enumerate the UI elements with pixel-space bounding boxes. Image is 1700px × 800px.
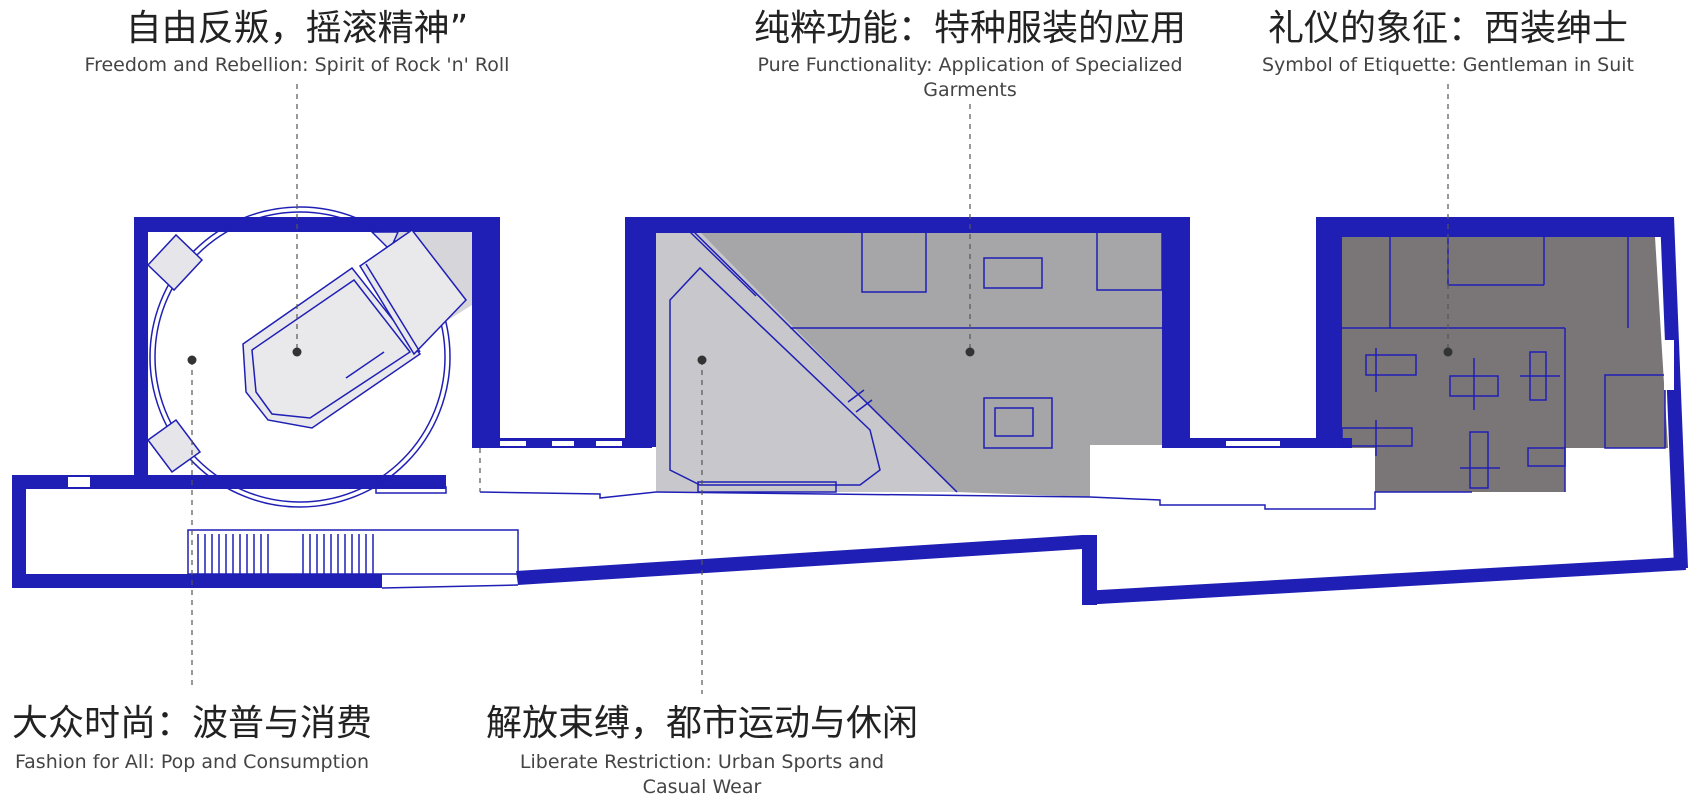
wall-bottom-post xyxy=(1082,535,1097,605)
round-stage-inner xyxy=(154,211,446,503)
wall-corridor-top xyxy=(12,475,446,489)
wall-bottom-right xyxy=(1082,557,1686,605)
rock-display-inner xyxy=(251,278,412,419)
rock-display-line-2 xyxy=(345,351,385,379)
diag-slot-2 xyxy=(855,399,873,413)
wall-etq-top xyxy=(1316,217,1674,237)
diag-slot-1 xyxy=(847,389,865,403)
rock-seat-1 xyxy=(146,233,204,292)
label-functional: 纯粹功能：特种服装的应用 Pure Functionality: Applica… xyxy=(754,8,1186,101)
zone-title-en-line2: Garments xyxy=(923,79,1016,101)
plinth-inner xyxy=(994,407,1034,437)
etq-floor-line xyxy=(1089,491,1472,510)
wall-mid-left xyxy=(625,217,656,447)
etq-case-1 xyxy=(1365,354,1417,376)
stair-frame xyxy=(187,529,519,575)
label-rock: 自由反叛，摇滚精神” Freedom and Rebellion: Spirit… xyxy=(85,8,510,76)
wall-corridor-bottom xyxy=(12,574,382,588)
link-window-1 xyxy=(500,441,526,446)
link-window-4 xyxy=(1226,441,1280,446)
rock-display-line-1 xyxy=(365,263,421,353)
zone-title-en: Symbol of Etiquette: Gentleman in Suit xyxy=(1262,54,1634,76)
wall-right-diagonal xyxy=(1660,217,1688,568)
bench xyxy=(697,481,837,493)
triangle-counter xyxy=(669,266,881,486)
zone-title-en-line1: Pure Functionality: Application of Speci… xyxy=(757,54,1182,76)
round-stage-outer xyxy=(149,206,451,508)
marker-etiquette xyxy=(1443,347,1453,357)
display-case-top-left xyxy=(861,231,927,293)
label-etiquette: 礼仪的象征：西装绅士 Symbol of Etiquette: Gentlema… xyxy=(1262,8,1634,76)
wall-etq-left xyxy=(1316,217,1342,447)
rock-seat-2 xyxy=(146,418,202,474)
display-case-top-right xyxy=(1096,231,1163,291)
link-floor-1 xyxy=(479,491,657,499)
corridor-floor-line xyxy=(381,584,519,589)
wall-rock-left xyxy=(134,217,148,477)
corridor-door-gap xyxy=(68,477,90,487)
link-window-2 xyxy=(552,441,574,446)
wall-rock-right xyxy=(472,217,500,447)
zone-title-zh: 自由反叛，摇滚精神” xyxy=(126,8,469,49)
zone-title-zh: 解放束缚，都市运动与休闲 xyxy=(486,703,918,744)
wall-rock-top xyxy=(134,217,500,232)
zone-title-en-line1: Liberate Restriction: Urban Sports and xyxy=(520,751,884,773)
etq-case-7 xyxy=(1604,374,1666,449)
walls xyxy=(12,217,1688,605)
plinth-outer xyxy=(983,397,1053,449)
wall-mid-top xyxy=(625,217,1190,233)
functional-zone-floor xyxy=(700,232,1162,497)
marker-urban xyxy=(697,355,707,365)
zone-title-zh: 大众时尚：波普与消费 xyxy=(12,703,372,744)
label-urban: 解放束缚，都市运动与休闲 Liberate Restriction: Urban… xyxy=(486,703,918,798)
label-pop: 大众时尚：波普与消费 Fashion for All: Pop and Cons… xyxy=(12,703,372,773)
zone-title-en: Fashion for All: Pop and Consumption xyxy=(15,751,369,773)
marker-rock xyxy=(292,347,302,357)
leaders xyxy=(187,84,1453,694)
diag-wall xyxy=(693,231,958,493)
etiquette-zone-floor xyxy=(1342,237,1668,492)
wall-corridor-left xyxy=(12,475,26,588)
plan-linework xyxy=(68,206,1674,589)
zone-title-en-line2: Casual Wear xyxy=(643,776,762,798)
marker-pop xyxy=(187,355,197,365)
diag-wall-2 xyxy=(689,231,757,297)
etq-case-6 xyxy=(1527,447,1566,467)
etq-case-4 xyxy=(1341,427,1413,447)
marker-functional xyxy=(965,347,975,357)
link-window-3 xyxy=(596,441,622,446)
etq-window xyxy=(1664,340,1674,390)
etq-case-5 xyxy=(1469,431,1489,489)
rock-display-arm xyxy=(358,228,467,356)
stair-treads xyxy=(197,534,374,574)
display-case-top-mid xyxy=(983,257,1043,289)
wall-bottom-diagonal xyxy=(516,535,1082,585)
zone-title-en: Freedom and Rebellion: Spirit of Rock 'n… xyxy=(85,54,510,76)
mid-floor-line xyxy=(655,491,1091,498)
wall-mid-right xyxy=(1162,217,1190,445)
zone-title-zh: 礼仪的象征：西装绅士 xyxy=(1268,8,1628,49)
corridor-ledge xyxy=(375,486,447,494)
zone-title-zh: 纯粹功能：特种服装的应用 xyxy=(754,8,1186,49)
